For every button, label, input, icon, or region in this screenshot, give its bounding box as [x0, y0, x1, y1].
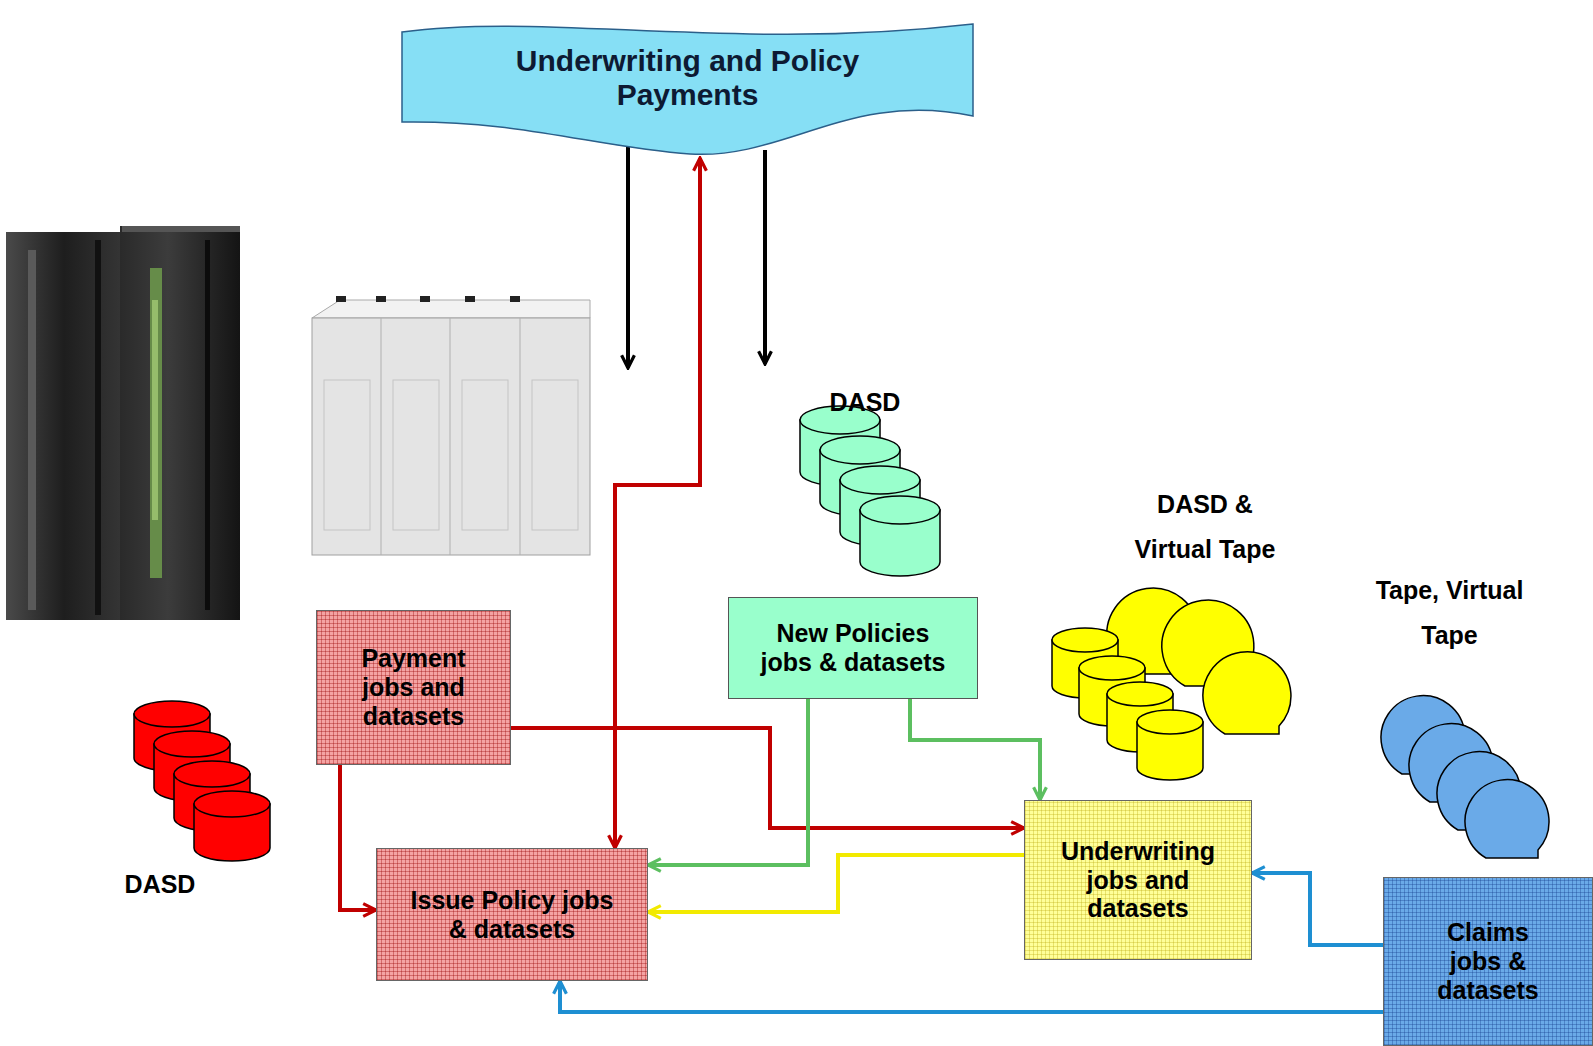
storage-label: DASD — [100, 862, 220, 907]
disk-cylinder-top — [174, 761, 250, 787]
disk-cylinder-top — [134, 701, 210, 727]
node-text: Payment jobs and datasets — [349, 644, 479, 730]
node-text: Claims jobs & datasets — [1428, 918, 1548, 1004]
flow-connector — [511, 728, 1024, 828]
mainframe-illustration — [6, 226, 240, 620]
flow-connector — [560, 981, 1383, 1012]
node-text: New Policies jobs & datasets — [754, 619, 952, 677]
storage-label: DASD & Virtual Tape — [1117, 482, 1293, 572]
node-text: Underwriting jobs and datasets — [1056, 837, 1221, 923]
node-text: Issue Policy jobs & datasets — [405, 886, 620, 944]
process-box: Issue Policy jobs & datasets — [376, 848, 648, 981]
disk-cylinder-top — [1052, 628, 1118, 652]
flow-connector — [910, 699, 1040, 800]
disk-cylinder-top — [1137, 710, 1203, 734]
node-text: Underwriting and Policy Payments — [508, 44, 868, 113]
disk-cylinder-top — [194, 791, 270, 817]
tape-reel — [1465, 780, 1549, 858]
flow-connector — [648, 855, 1024, 912]
storage-icons — [134, 406, 1549, 861]
disk-cylinder-top — [860, 496, 940, 524]
banner-shape: Underwriting and Policy Payments — [400, 18, 975, 158]
process-box: Claims jobs & datasets — [1383, 877, 1593, 1046]
flow-arrow — [763, 150, 767, 364]
disk-cylinder-top — [1079, 656, 1145, 680]
process-box: New Policies jobs & datasets — [728, 597, 978, 699]
banner-wave — [402, 24, 973, 154]
process-box: Underwriting jobs and datasets — [1024, 800, 1252, 960]
disk-cylinder-top — [820, 436, 900, 464]
storage-label: Tape, Virtual Tape — [1362, 568, 1537, 658]
flow-connector — [1252, 873, 1383, 945]
flow-connector — [648, 699, 808, 865]
disk-cylinder-top — [154, 731, 230, 757]
flow-arrow — [626, 128, 630, 368]
storage-unit-illustration — [312, 296, 590, 555]
tape-reel — [1203, 652, 1291, 734]
disk-cylinder-top — [840, 466, 920, 494]
storage-label: DASD — [805, 380, 925, 425]
flow-connector — [340, 765, 376, 910]
disk-cylinder-top — [1107, 682, 1173, 706]
process-box: Payment jobs and datasets — [316, 610, 511, 765]
